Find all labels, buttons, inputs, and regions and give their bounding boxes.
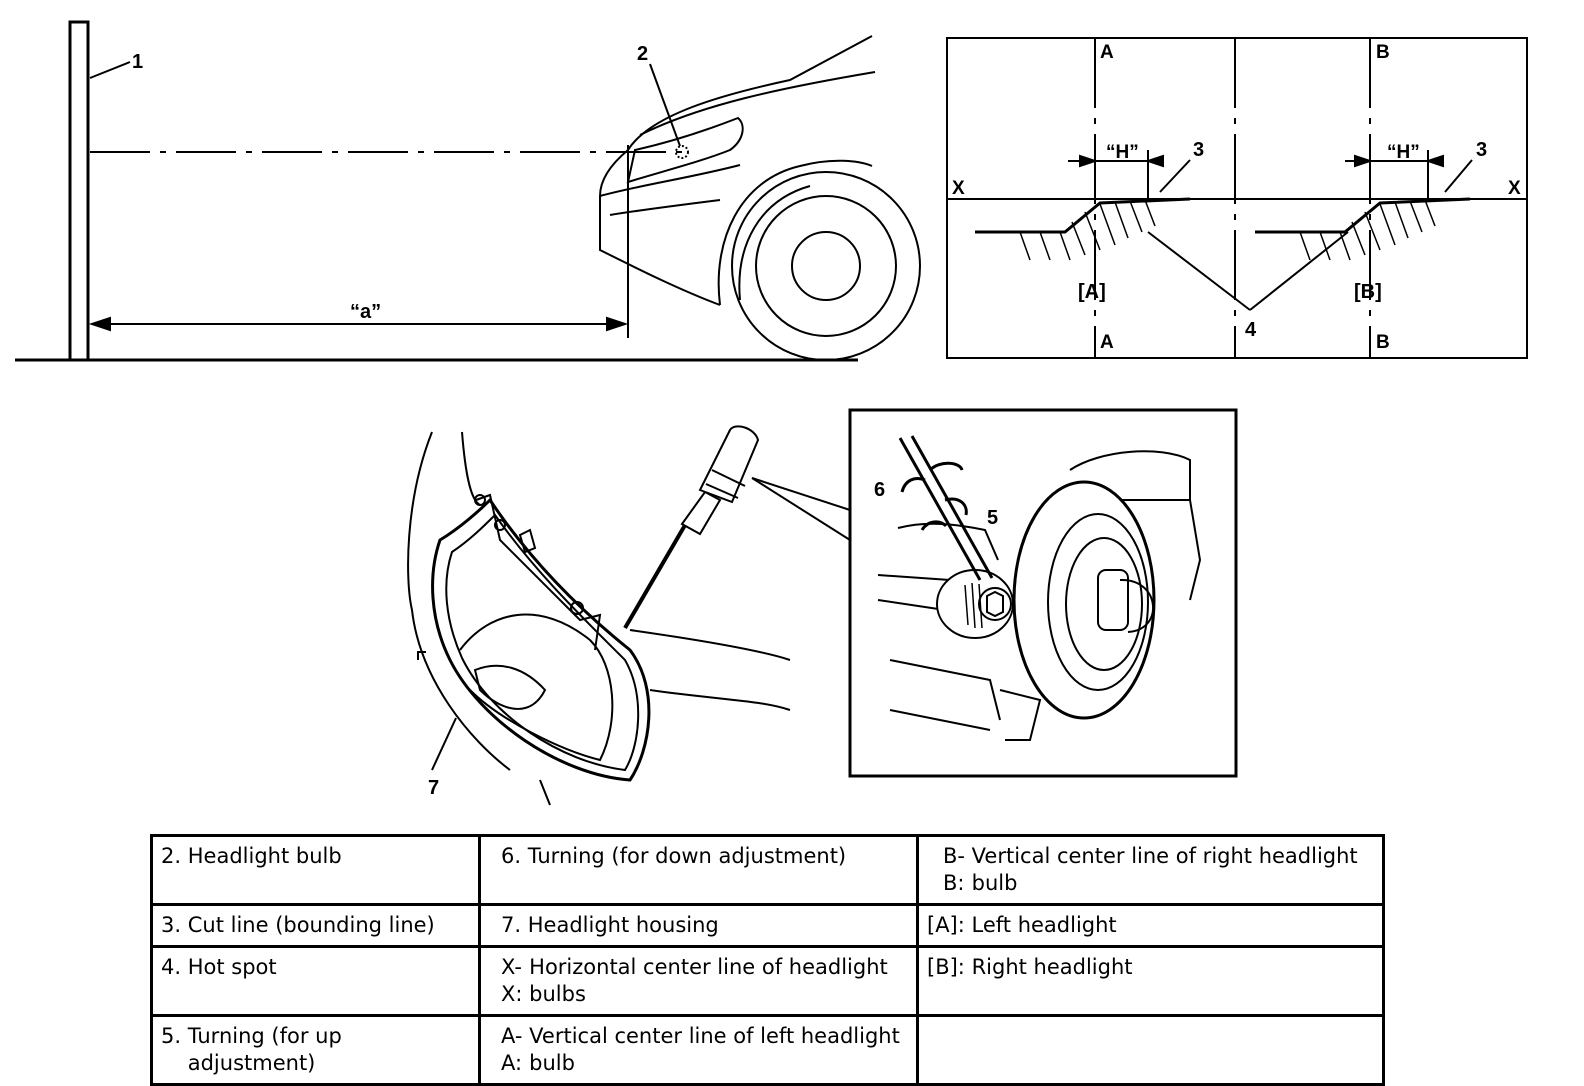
headlight-aiming-diagram: 1 2 “a”: [15, 20, 1528, 806]
label-col-a-top: A: [1100, 42, 1114, 63]
legend-text: Left headlight: [971, 913, 1117, 937]
legend-key: X-: [501, 955, 522, 979]
legend-key: 2.: [161, 844, 182, 868]
legend-cell: [916, 1014, 1385, 1086]
adjuster-zoom-view: [848, 408, 1238, 778]
legend-cell: [A]: Left headlight: [916, 903, 1385, 948]
legend-key: A-: [501, 1024, 523, 1048]
callout-3-right: 3: [1476, 139, 1487, 161]
legend-text: [934, 1023, 1374, 1050]
legend-cell: [B]: Right headlight: [916, 945, 1385, 1017]
label-col-a-bottom: A: [1100, 332, 1114, 353]
legend-key: 5.: [161, 1024, 182, 1048]
legend-key: 3.: [161, 913, 182, 937]
callout-5: 5: [987, 507, 998, 529]
callout-4: 4: [1245, 319, 1257, 341]
label-h-left: “H”: [1106, 142, 1139, 163]
legend-cell: 3. Cut line (bounding line): [150, 903, 481, 948]
callout-2: 2: [637, 43, 648, 65]
callout-6: 6: [874, 479, 885, 501]
legend-text: Cut line (bounding line): [187, 913, 435, 937]
legend-key: 6.: [501, 844, 522, 868]
screen-wall: [68, 20, 90, 362]
legend-row: 5. Turning (for up adjustment) A- A: Vert…: [150, 1014, 1385, 1086]
legend-key: B-: [943, 844, 965, 868]
legend-key: 7.: [501, 913, 522, 937]
legend-key-alt: A:: [501, 1051, 523, 1075]
callout-1: 1: [132, 51, 143, 73]
label-x-right: X: [1508, 178, 1521, 199]
legend-text: Vertical center line of right headlight …: [971, 844, 1358, 895]
legend-cell: 6. Turning (for down adjustment): [478, 834, 919, 906]
legend-key: [B]:: [927, 955, 965, 979]
legend-text: Hot spot: [187, 955, 277, 979]
legend-text: Right headlight: [971, 955, 1133, 979]
label-h-right: “H”: [1387, 142, 1420, 163]
legend-text: Vertical center line of left headlight b…: [529, 1024, 900, 1075]
label-lamp-b: [B]: [1354, 281, 1382, 303]
distance-label: “a”: [350, 301, 381, 323]
label-lamp-a: [A]: [1078, 281, 1106, 303]
legend-cell: 7. Headlight housing: [478, 903, 919, 948]
legend-row: 2. Headlight bulb 6. Turning (for down a…: [150, 834, 1385, 906]
aiming-screen: [946, 37, 1528, 359]
label-col-b-top: B: [1376, 42, 1390, 63]
legend-cell: B- B: Vertical center line of right headl…: [916, 834, 1385, 906]
label-col-b-bottom: B: [1376, 332, 1390, 353]
label-x-left: X: [952, 178, 965, 199]
callout-3-left: 3: [1193, 139, 1204, 161]
legend-text: Turning (for up adjustment): [187, 1024, 342, 1075]
legend-text: Headlight housing: [527, 913, 719, 937]
legend-cell: 4. Hot spot: [150, 945, 481, 1017]
legend-text: Horizontal center line of headlight bulb…: [529, 955, 888, 1006]
legend-text: Headlight bulb: [187, 844, 342, 868]
legend-key-alt: B:: [943, 871, 965, 895]
headlight-housing-view: [407, 425, 851, 806]
legend-row: 4. Hot spot X- X: Horizontal center line …: [150, 945, 1385, 1017]
legend-cell: 2. Headlight bulb: [150, 834, 481, 906]
legend-key-alt: X:: [501, 982, 523, 1006]
wall-and-car-view: [15, 20, 921, 362]
legend-cell: A- A: Vertical center line of left headli…: [478, 1014, 919, 1086]
legend-table: 2. Headlight bulb 6. Turning (for down a…: [150, 834, 1385, 1086]
legend-key: 4.: [161, 955, 182, 979]
legend-key: [A]:: [927, 913, 965, 937]
callout-7: 7: [428, 777, 439, 799]
legend-cell: X- X: Horizontal center line of headlight…: [478, 945, 919, 1017]
legend-row: 3. Cut line (bounding line) 7. Headlight…: [150, 903, 1385, 948]
legend-cell: 5. Turning (for up adjustment): [150, 1014, 481, 1086]
legend-text: Turning (for down adjustment): [527, 844, 847, 868]
